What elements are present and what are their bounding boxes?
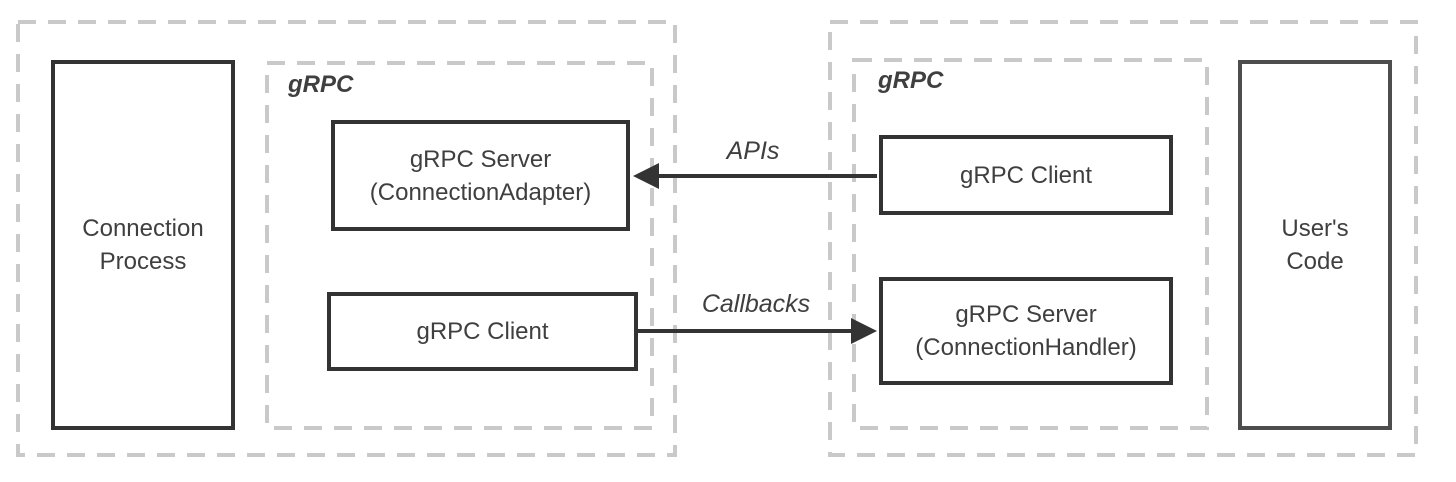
grpc-server-adapter-label-line2: (ConnectionAdapter) [369, 178, 592, 206]
dashed-border [265, 61, 654, 430]
left-grpc-container: gRPC gRPC Server (ConnectionAdapter) gRP… [265, 61, 654, 430]
user-code-box: User's Code [1238, 60, 1392, 430]
left-grpc-container-label: gRPC [288, 71, 354, 98]
grpc-client-right-label: gRPC Client [959, 161, 1093, 189]
user-code-group: gRPC gRPC Client gRPC Server (Connection… [828, 20, 1418, 457]
connection-process-group: Connection Process gRPC gRPC Server (Con… [16, 20, 677, 457]
grpc-client-box-right: gRPC Client [879, 135, 1173, 215]
user-code-label-line2: Code [1286, 248, 1344, 275]
grpc-server-handler-label-line2: (ConnectionHandler) [915, 334, 1137, 361]
connection-process-label-line2: Process [99, 248, 187, 275]
grpc-server-adapter-box: gRPC Server (ConnectionAdapter) [331, 120, 630, 231]
grpc-server-adapter-label-line1: gRPC Server [409, 145, 552, 173]
callbacks-arrow-label: Callbacks [701, 290, 811, 318]
connection-process-label-line1: Connection [82, 215, 204, 242]
connection-process-box: Connection Process [51, 60, 235, 430]
grpc-client-box-left: gRPC Client [327, 292, 638, 371]
grpc-client-left-label: gRPC Client [416, 318, 549, 345]
right-grpc-container: gRPC gRPC Client gRPC Server (Connection… [852, 58, 1209, 430]
grpc-server-handler-label-line1: gRPC Server [955, 301, 1097, 328]
user-code-label-line1: User's [1281, 215, 1349, 242]
right-grpc-container-label: gRPC [878, 67, 944, 94]
apis-arrow-label: APIs [726, 137, 780, 165]
grpc-server-handler-box: gRPC Server (ConnectionHandler) [879, 277, 1173, 385]
